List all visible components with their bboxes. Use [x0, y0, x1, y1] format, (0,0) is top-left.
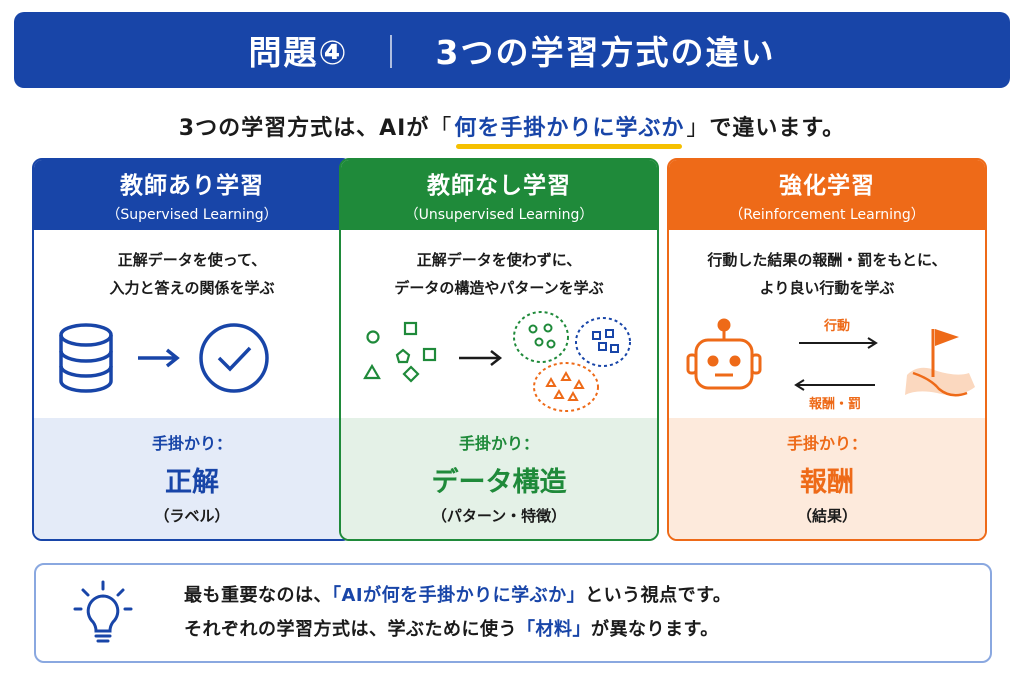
subtitle-open-bracket: 「: [429, 116, 453, 141]
arrow-right-icon: [138, 348, 180, 368]
card-title: 強化学習: [779, 173, 875, 199]
card-unsupervised: 教師なし学習 （Unsupervised Learning） 正解データを使わず…: [339, 158, 659, 541]
clue-label: 手掛かり：: [151, 434, 232, 453]
robot-icon: [686, 318, 762, 390]
unsupervised-illustration: [363, 311, 631, 412]
check-circle-icon: [199, 323, 269, 393]
title-banner: 問題④ ｜ 3つの学習方式の違い: [14, 12, 1010, 88]
circle-cluster: [513, 311, 569, 363]
clue-subtext: （ラベル）: [154, 507, 230, 525]
key-point-note: 最も重要なのは、「AIが何を手掛かりに学ぶか」という視点です。 それぞれの学習方…: [34, 563, 992, 663]
note-line-1: 最も重要なのは、「AIが何を手掛かりに学ぶか」という視点です。: [184, 579, 731, 613]
clusters-icon: [513, 311, 631, 412]
card-clue: 手掛かり： 正解 （ラベル）: [34, 418, 350, 539]
database-icon: [59, 323, 113, 393]
card-english-title: （Supervised Learning）: [106, 207, 278, 223]
page-title: 3つの学習方式の違い: [435, 33, 776, 72]
card-title: 教師あり学習: [120, 173, 264, 199]
card-header: 教師あり学習 （Supervised Learning）: [34, 160, 350, 230]
subtitle-before: 3つの学習方式は、AIが: [178, 116, 430, 141]
note-text-segment: それぞれの学習方式は、学ぶために使う: [184, 619, 517, 640]
action-arrow-icon: [799, 337, 878, 349]
card-desc-line: 正解データを使わずに、: [416, 251, 582, 269]
clue-subtext: （結果）: [796, 507, 857, 525]
problem-number: 問題④: [248, 33, 349, 72]
card-desc-line: 正解データを使って、: [117, 251, 267, 269]
note-highlight: 「AIが何を手掛かりに学ぶか」: [332, 585, 586, 606]
clue-label: 手掛かり：: [786, 434, 867, 453]
action-label: 行動: [823, 318, 850, 334]
clue-value: データ構造: [431, 467, 567, 498]
clue-value: 報酬: [800, 467, 854, 498]
card-clue: 手掛かり： データ構造 （パターン・特徴）: [341, 418, 657, 539]
goal-flag-icon: [905, 329, 975, 397]
card-desc-line: 入力と答えの関係を学ぶ: [109, 279, 275, 297]
square-cluster: [575, 317, 631, 367]
note-text-segment: 最も重要なのは、: [184, 585, 332, 606]
card-reinforcement: 強化学習 （Reinforcement Learning） 行動した結果の報酬・…: [667, 158, 987, 541]
feedback-label: 報酬・罰: [809, 396, 861, 412]
card-title: 教師なし学習: [427, 173, 571, 199]
feedback-arrow-icon: [794, 379, 875, 391]
card-supervised: 教師あり学習 （Supervised Learning） 正解データを使って、 …: [32, 158, 352, 541]
subtitle-close-bracket: 」: [686, 116, 710, 141]
lightbulb-icon: [73, 580, 133, 643]
card-description: 行動した結果の報酬・罰をもとに、 より良い行動を学ぶ: [669, 246, 985, 302]
card-desc-line: データの構造やパターンを学ぶ: [394, 279, 604, 297]
triangle-cluster: [533, 362, 599, 412]
card-english-title: （Reinforcement Learning）: [729, 207, 925, 223]
note-text: 最も重要なのは、「AIが何を手掛かりに学ぶか」という視点です。 それぞれの学習方…: [184, 579, 731, 647]
card-header: 強化学習 （Reinforcement Learning）: [669, 160, 985, 230]
clue-subtext: （パターン・特徴）: [431, 507, 567, 525]
card-description: 正解データを使わずに、 データの構造やパターンを学ぶ: [341, 246, 657, 302]
reinforcement-illustration: 行動 報酬・罰: [686, 318, 975, 412]
subtitle-after: で違います。: [709, 116, 846, 141]
clue-label: 手掛かり：: [458, 434, 539, 453]
card-desc-line: より良い行動を学ぶ: [759, 279, 895, 297]
card-description: 正解データを使って、 入力と答えの関係を学ぶ: [34, 246, 350, 302]
note-text-segment: という視点です。: [585, 585, 732, 606]
supervised-illustration: [59, 323, 269, 393]
scattered-shapes-icon: [363, 321, 437, 383]
title-separator: ｜: [374, 33, 410, 72]
note-text-segment: が異なります。: [591, 619, 719, 640]
card-clue: 手掛かり： 報酬 （結果）: [669, 418, 985, 539]
arrow-right-icon: [459, 350, 503, 366]
subtitle-highlight: 何を手掛かりに学ぶか: [452, 110, 686, 149]
card-desc-line: 行動した結果の報酬・罰をもとに、: [707, 251, 947, 269]
note-highlight: 「材料」: [517, 619, 591, 640]
note-line-2: それぞれの学習方式は、学ぶために使う「材料」が異なります。: [184, 613, 731, 647]
card-header: 教師なし学習 （Unsupervised Learning）: [341, 160, 657, 230]
card-english-title: （Unsupervised Learning）: [404, 207, 594, 223]
subtitle: 3つの学習方式は、AIが 「 何を手掛かりに学ぶか 」 で違います。: [0, 106, 1024, 149]
clue-value: 正解: [165, 467, 219, 498]
